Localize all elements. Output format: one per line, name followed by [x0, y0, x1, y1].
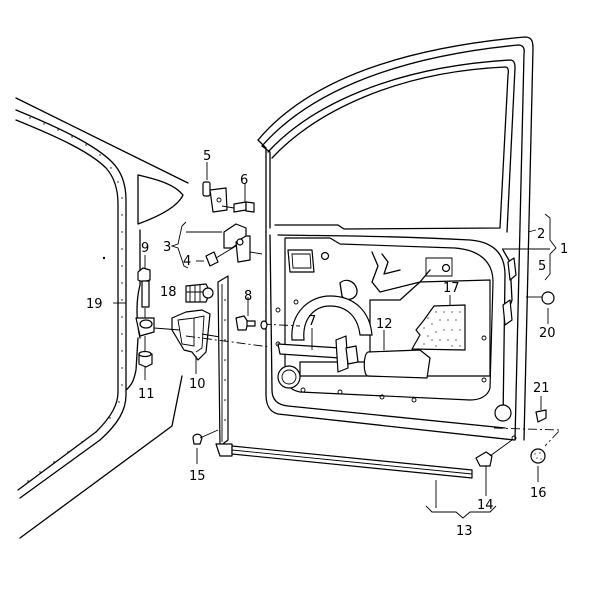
- callout-18: 18: [160, 285, 177, 300]
- part-7-check-strap: [277, 335, 359, 373]
- part-3-lower-hinge: [223, 223, 251, 263]
- rivet-holes: [275, 299, 487, 403]
- part-17-insulation-pad: [411, 304, 466, 351]
- callout-14: 14: [477, 498, 494, 513]
- callout-3: 3: [163, 240, 171, 255]
- part-8-bolt: [235, 315, 268, 331]
- part-11-nut: [138, 350, 153, 368]
- callout-1: 1: [560, 242, 568, 257]
- vertical-seal-strip: [215, 275, 233, 457]
- callout-15: 15: [189, 469, 206, 484]
- part-5-upper-hinge: [202, 181, 228, 213]
- callout-16: 16: [530, 486, 547, 501]
- callout-5-upper-hinge: 5: [203, 149, 211, 164]
- part-20-plug: [526, 291, 555, 305]
- part-4-bolt: [205, 251, 219, 267]
- callout-10: 10: [189, 377, 206, 392]
- callout-11: 11: [138, 387, 155, 402]
- part-14-clip: [475, 435, 517, 467]
- part-13-sill-trim: [231, 445, 473, 479]
- part-15-clip: [192, 429, 219, 445]
- callout-labels: 1 2 3 4 5 5 6 7 8 9 10 11 12 13 14 15 16…: [86, 149, 568, 539]
- seal-dots: [27, 117, 123, 482]
- callout-20: 20: [539, 326, 556, 341]
- part-18-grommet: [185, 283, 214, 303]
- door-shell: [257, 36, 534, 441]
- part-6-bolt: [233, 201, 255, 213]
- callout-6: 6: [240, 173, 248, 188]
- callout-12: 12: [376, 317, 393, 332]
- callout-21: 21: [533, 381, 550, 396]
- part-12-cover: [363, 349, 431, 379]
- part-10-seal-boot: [171, 309, 211, 361]
- callout-2: 2: [537, 227, 545, 242]
- callout-9: 9: [141, 241, 149, 256]
- callout-13: 13: [456, 524, 473, 539]
- callout-5-door: 5: [538, 259, 546, 274]
- hinge-pin-block: [135, 317, 155, 337]
- leaders: [113, 162, 557, 519]
- callout-7: 7: [308, 314, 316, 329]
- part-9-bolt: [137, 267, 151, 308]
- part-16-plug: [530, 448, 546, 464]
- body-pillar: [15, 97, 189, 539]
- callout-8: 8: [244, 289, 252, 304]
- callout-17: 17: [443, 281, 460, 296]
- callout-19: 19: [86, 297, 103, 312]
- callout-4: 4: [183, 254, 191, 269]
- part-21-plug: [535, 409, 547, 423]
